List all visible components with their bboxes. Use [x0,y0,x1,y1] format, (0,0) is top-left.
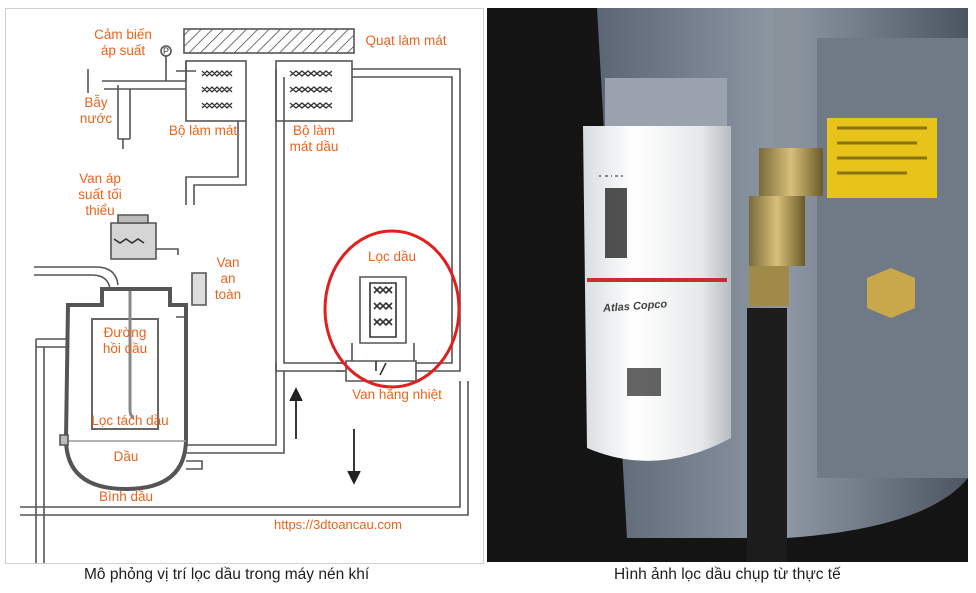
oil-filter-highlight-circle [323,229,461,389]
label-aftercooler: Bộ làm mát [168,123,238,138]
label-oil-filter: Lọc dầu [367,249,417,264]
label-safety-valve: Van an toàn [214,255,242,302]
caption-right: Hình ảnh lọc dầu chụp từ thực tế [614,566,841,583]
brass-fitting [759,148,823,196]
label-pressure-sensor: Cảm biến áp suất [94,27,152,58]
label-oil-cooler: Bộ làm mát dầu [289,123,339,154]
oil-cooler-shape [275,60,353,122]
cooling-fan-shape [183,28,355,54]
label-pressure-gauge-symbol: P [162,46,169,56]
label-oil-return-line: Đường hồi dầu [102,325,148,356]
aftercooler-shape [185,60,247,122]
label-thermostatic-valve: Van hằng nhiệt [352,387,442,402]
label-water-trap: Bẫy nước [79,95,113,126]
watermark-url: https://3dtoancau.com [274,517,402,532]
oil-filter-photo [487,8,968,562]
label-cooling-fan: Quạt làm mát [365,33,447,48]
label-min-pressure-valve: Van áp suất tối thiểu [78,171,122,218]
schematic-diagram-panel: Cảm biến áp suất P Bẫy nước Bộ làm mát B… [5,8,484,564]
hex-plug [867,268,915,318]
label-oil-separator: Lọc tách dầu [91,413,169,428]
label-oil-tank: Bình dầu [98,489,154,504]
oil-filter-photo-panel: Atlas Copco [487,8,968,562]
schematic-drawing [20,28,469,563]
label-oil: Dầu [113,449,139,464]
caption-left: Mô phỏng vị trí lọc dầu trong máy nén kh… [84,566,370,583]
